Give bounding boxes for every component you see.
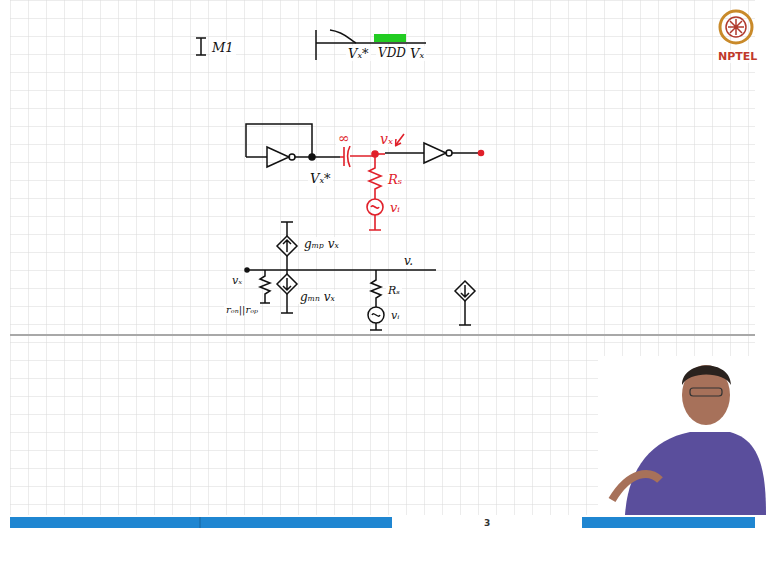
- grid-paper: [10, 334, 755, 336]
- inverter-circuit: [246, 156, 267, 158]
- transfer-curve-sketch: [196, 38, 206, 55]
- progress-bar: [200, 517, 201, 528]
- page-number: 3: [482, 518, 492, 529]
- small-signal-model: [281, 222, 293, 224]
- lecturer-video: [598, 356, 766, 516]
- axis-label: Vₓ: [408, 46, 426, 61]
- transfer-curve-sketch: [196, 30, 426, 60]
- red-annotations: [375, 153, 385, 155]
- transfer-curve-sketch: [316, 30, 426, 60]
- small-signal-model: [245, 268, 249, 272]
- inverter-circuit: [424, 143, 446, 163]
- small-signal-model: [245, 222, 475, 330]
- nptel-logo: [720, 11, 752, 43]
- inverter-circuit: [289, 154, 295, 160]
- small-signal-model: [368, 307, 384, 323]
- small-signal-model: [277, 274, 297, 294]
- inverter-circuit: [246, 124, 480, 167]
- red-annotations: [369, 157, 381, 199]
- red-annotations: [340, 134, 484, 230]
- red-annotations: [340, 146, 375, 167]
- node-label: vₓ: [378, 131, 395, 147]
- capacitor-value: ∞: [336, 130, 352, 146]
- small-signal-model: [459, 301, 471, 325]
- node-label: vₓ: [230, 274, 244, 287]
- nptel-logo: [720, 11, 752, 43]
- progress-bar: [10, 517, 755, 528]
- current-source-label: gₘₙ vₓ: [298, 290, 337, 304]
- small-signal-model: [281, 294, 293, 313]
- lecturer-video: [682, 365, 731, 385]
- resistance-label: rₒₙ||rₒₚ: [224, 304, 260, 316]
- inverter-circuit: [446, 150, 452, 156]
- source-label: vᵢ: [388, 200, 402, 215]
- transfer-curve-sketch: [374, 34, 406, 42]
- red-annotations: [367, 199, 383, 215]
- red-annotations: [369, 215, 381, 230]
- small-signal-model: [370, 323, 382, 330]
- bias-label: Vₓ*: [308, 171, 333, 186]
- small-signal-model: [283, 240, 291, 252]
- lecturer-video: [682, 365, 730, 425]
- red-annotations: [371, 206, 379, 208]
- small-signal-model: [455, 281, 475, 301]
- inverter-circuit: [267, 147, 289, 167]
- progress-bar: [10, 517, 392, 528]
- red-annotations: [479, 151, 484, 156]
- resistor-label: Rₛ: [386, 284, 402, 297]
- small-signal-model: [371, 270, 381, 307]
- resistor-label: Rₛ: [386, 172, 404, 187]
- small-signal-model: [461, 285, 469, 297]
- voltage-label: Vₓ*: [346, 46, 371, 61]
- inverter-circuit: [295, 156, 340, 158]
- inverter-circuit: [452, 152, 480, 154]
- small-signal-model: [372, 314, 380, 316]
- nptel-logo: [728, 19, 744, 35]
- small-signal-model: [260, 270, 270, 303]
- small-signal-model: [286, 224, 288, 270]
- supply-label: VDD: [376, 46, 408, 60]
- logo-text: NPTEL: [716, 50, 759, 63]
- small-signal-model: [283, 278, 291, 290]
- lecturer-video: [612, 474, 660, 500]
- lecturer-video: [598, 356, 766, 516]
- small-signal-model: [247, 269, 436, 271]
- node-label: v.: [402, 254, 415, 268]
- inverter-circuit: [385, 152, 424, 154]
- device-name: M1: [210, 40, 236, 55]
- nptel-logo: [726, 17, 746, 37]
- source-label: vᵢ: [389, 309, 401, 322]
- current-source-label: gₘₚ vₓ: [302, 237, 341, 251]
- small-signal-model: [277, 236, 297, 256]
- transfer-curve-sketch: [330, 30, 356, 43]
- lecturer-video: [690, 388, 722, 396]
- inverter-circuit: [309, 154, 315, 160]
- progress-bar: [582, 517, 755, 528]
- red-annotations: [395, 134, 404, 146]
